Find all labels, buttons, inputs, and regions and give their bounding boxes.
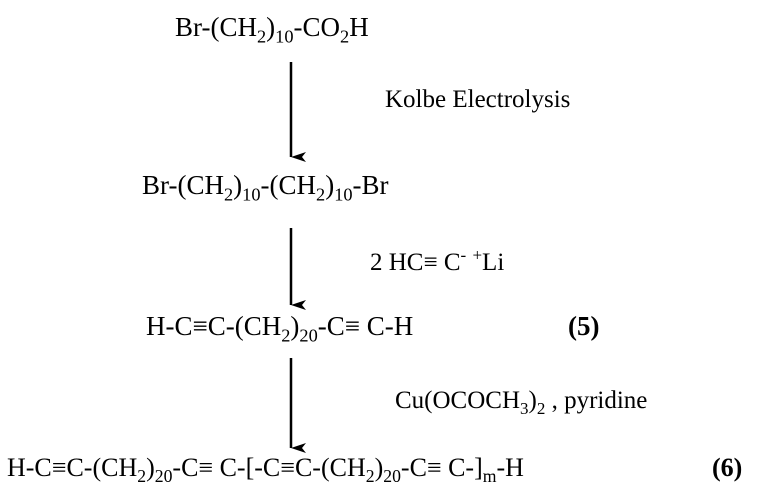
step1-condition: Kolbe Electrolysis xyxy=(385,86,571,113)
intermediate-diyne: H-C≡C-(CH2)20-C≡ C-H xyxy=(146,311,414,346)
compound-label-6: (6) xyxy=(712,453,743,482)
step2-condition: 2 HC≡ C- +Li xyxy=(370,245,505,276)
product-polymer: H-C≡C-(CH2)20-C≡ C-[-C≡C-(CH2)20-C≡ C-]m… xyxy=(7,453,524,486)
compound-label-5: (5) xyxy=(568,311,600,341)
step3-condition: Cu(OCOCH3)2 , pyridine xyxy=(395,387,648,418)
start-material: Br-(CH2)10-CO2H xyxy=(175,12,369,47)
intermediate-dibromide: Br-(CH2)10-(CH2)10-Br xyxy=(142,170,389,205)
